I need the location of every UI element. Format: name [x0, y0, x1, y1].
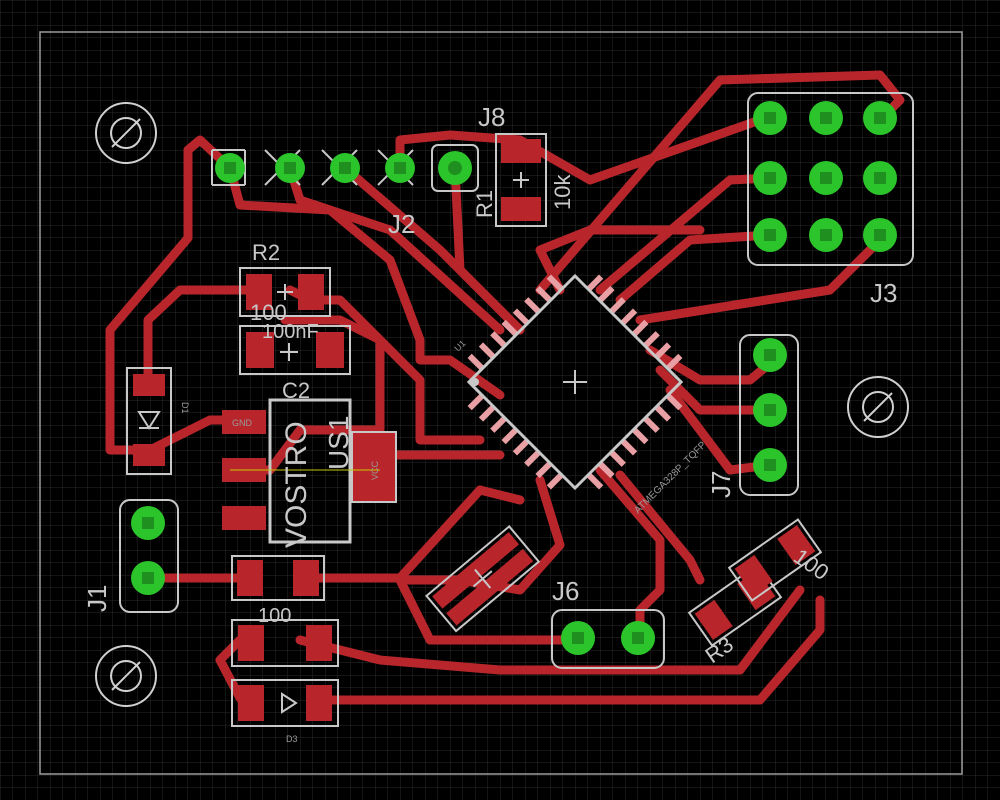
- board-outline: [39, 31, 963, 775]
- chip-pin-22: [524, 449, 542, 467]
- j1-header: [119, 499, 179, 613]
- d3-led: [231, 679, 339, 727]
- chip-pin-28: [512, 308, 530, 326]
- j6-header: [551, 609, 665, 669]
- silkscreen-labels: J8 R1 10k J2 R2 100 100nF C2 D1 VOSTRO U…: [82, 102, 897, 744]
- j2-header: [211, 144, 479, 192]
- label-c2: C2: [282, 378, 310, 403]
- label-vostro: VOSTRO: [280, 421, 313, 548]
- chip-pin-29: [501, 319, 519, 337]
- mounting-hole-right: [847, 376, 909, 438]
- chip-pin-5: [631, 319, 649, 337]
- chip-pin-7: [654, 342, 672, 360]
- chip-pin-20: [501, 427, 519, 445]
- capacitor-100nf: [239, 325, 351, 375]
- chip-pin-30: [490, 331, 508, 349]
- chip-pin-6: [642, 331, 660, 349]
- chip-pin-15: [597, 461, 615, 479]
- resistor-100-right: [727, 518, 823, 602]
- label-j2: J2: [388, 209, 415, 239]
- chip-pin-19: [490, 415, 508, 433]
- label-vcc: VCC: [370, 460, 380, 480]
- label-r1-value: 10k: [550, 174, 575, 210]
- label-r1: R1: [472, 190, 497, 218]
- label-gnd: GND: [232, 418, 253, 428]
- chip-pin-17: [467, 393, 485, 411]
- chip-pin-3: [608, 297, 626, 315]
- d1-diode: [126, 367, 172, 475]
- r1-resistor: [495, 133, 547, 227]
- mounting-holes: [95, 102, 909, 707]
- us1-regulator: [222, 398, 397, 544]
- j3-header: [747, 92, 914, 266]
- label-d3: D3: [286, 734, 298, 744]
- chip-pin-25: [546, 274, 564, 292]
- j7-header: [739, 334, 799, 496]
- chip-pin-21: [512, 438, 530, 456]
- chip-pin-4: [620, 308, 638, 326]
- chip-pin-12: [631, 427, 649, 445]
- chip-pin-14: [608, 449, 626, 467]
- mounting-hole-bottom-left: [95, 645, 157, 707]
- chip-pin-8: [665, 353, 683, 371]
- label-c-value: 100nF: [262, 321, 319, 343]
- label-r2-value: 100: [250, 300, 287, 325]
- mounting-hole-top-left: [95, 102, 157, 164]
- chip-pin-11: [642, 415, 660, 433]
- label-j7: J7: [706, 471, 736, 498]
- label-r-bottom-value: 100: [258, 605, 291, 627]
- chip-pin-1: [586, 274, 604, 292]
- chip-pin-31: [478, 342, 496, 360]
- chip-pin-32: [467, 353, 485, 371]
- chip-pin-9: [665, 393, 683, 411]
- label-us1: US1: [323, 416, 354, 470]
- chip-pin1-dot: [471, 378, 479, 386]
- chip-pin-24: [546, 472, 564, 490]
- chip-pins: [467, 274, 683, 490]
- chip-pin-13: [620, 438, 638, 456]
- label-d1: D1: [180, 402, 190, 414]
- u1-microcontroller: [466, 273, 684, 491]
- j2-pads: [215, 151, 472, 185]
- label-j1: J1: [82, 585, 112, 612]
- chip-body: [466, 273, 684, 491]
- chip-pin-16: [586, 472, 604, 490]
- crystal: [425, 525, 541, 633]
- label-j8: J8: [478, 102, 505, 132]
- chip-pin-2: [597, 285, 615, 303]
- chip-pin-26: [535, 285, 553, 303]
- chip-pin-18: [478, 404, 496, 422]
- resistor-bottom-left: [231, 619, 339, 667]
- label-r2: R2: [252, 240, 280, 265]
- label-j6: J6: [552, 576, 579, 606]
- j3-pads: [753, 101, 897, 252]
- chip-pin-10: [654, 404, 672, 422]
- chip-pin-23: [535, 461, 553, 479]
- r2-resistor: [239, 267, 331, 317]
- capacitor-regulator-output: [231, 555, 325, 601]
- chip-pin-27: [524, 297, 542, 315]
- label-j3: J3: [870, 278, 897, 308]
